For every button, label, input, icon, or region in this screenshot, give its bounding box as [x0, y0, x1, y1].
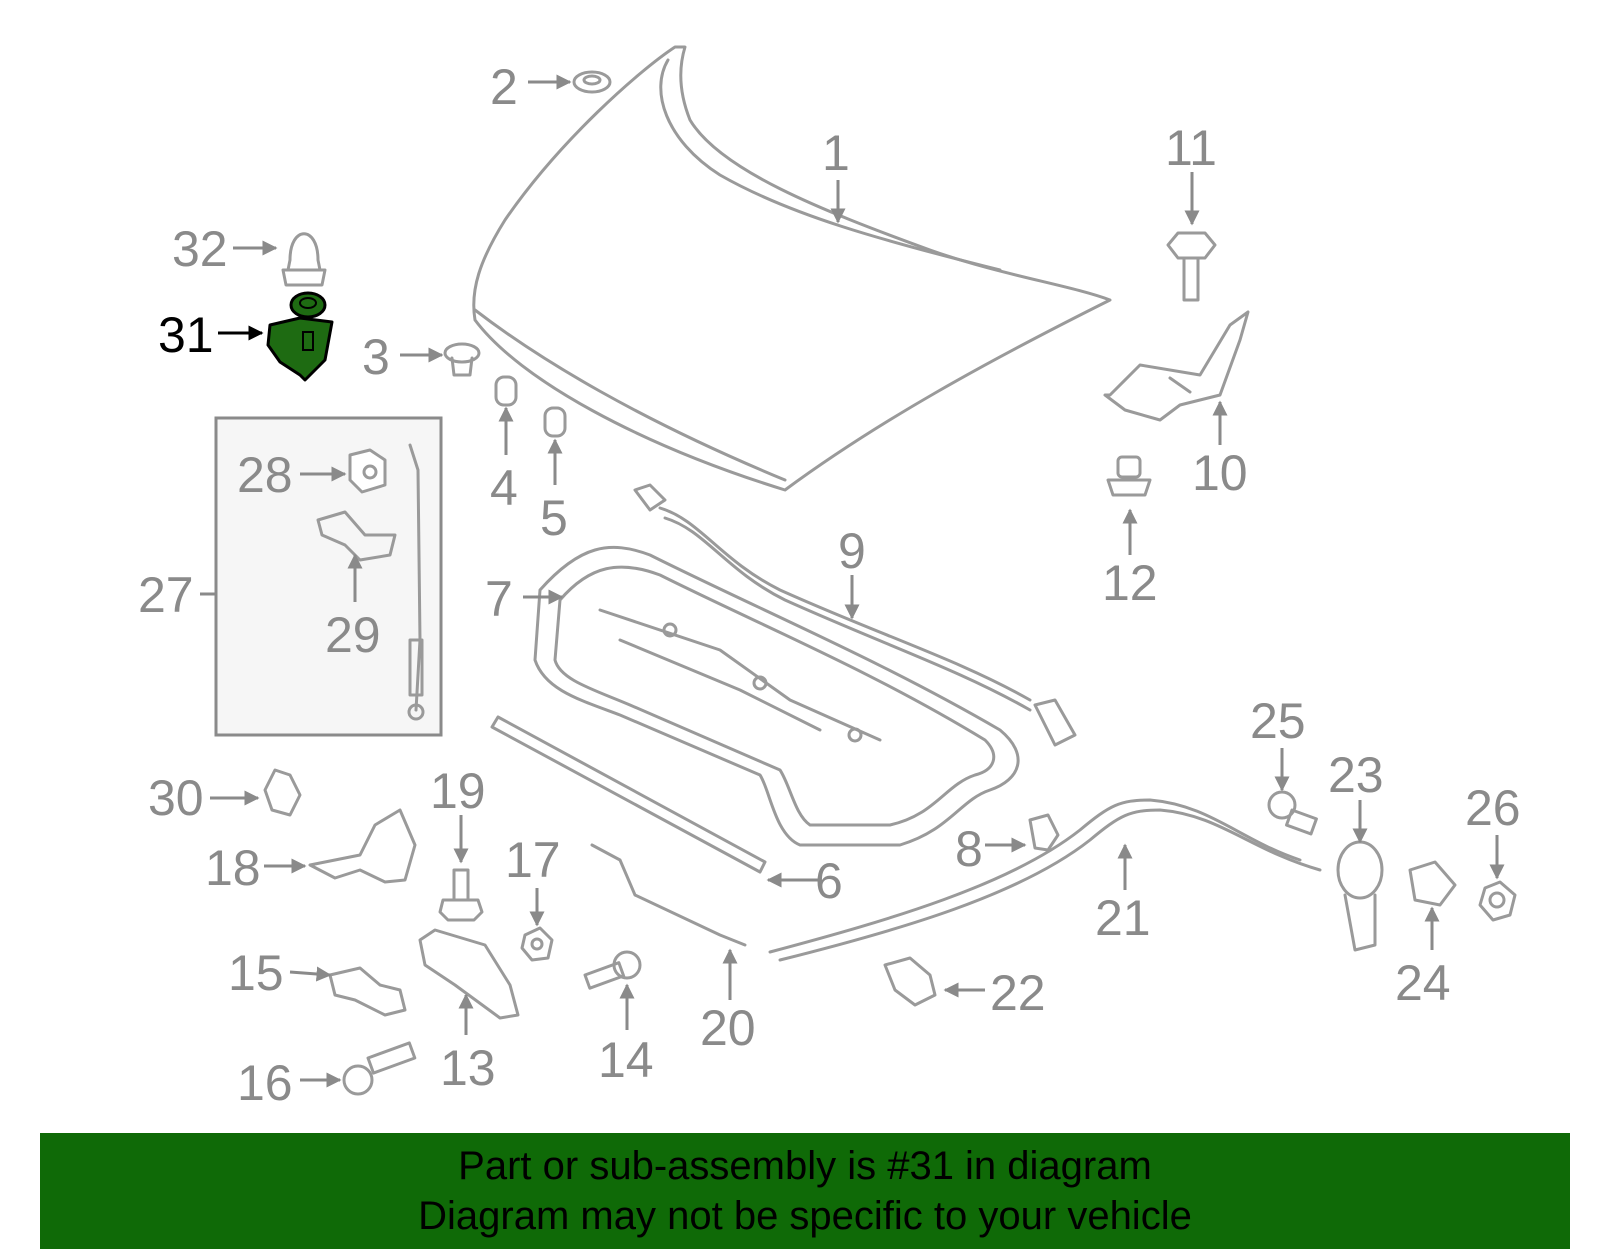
release-cable[interactable]	[768, 798, 1322, 962]
banner-line-2: Diagram may not be specific to your vehi…	[418, 1194, 1192, 1238]
banner-line-1: Part or sub-assembly is #31 in diagram	[458, 1144, 1152, 1188]
cover-part-13[interactable]	[418, 928, 520, 1020]
callout-16[interactable]: 16	[237, 1055, 293, 1111]
seal-strip[interactable]	[490, 715, 767, 874]
bolt-part-16[interactable]	[342, 1041, 417, 1096]
callout-15[interactable]: 15	[228, 945, 284, 1001]
highlighted-part-31[interactable]	[266, 291, 334, 382]
callout-5[interactable]: 5	[540, 490, 568, 546]
callout-28[interactable]: 28	[237, 447, 293, 503]
grommet-part-28[interactable]	[348, 448, 387, 494]
release-handle[interactable]	[1336, 840, 1384, 952]
callout-13[interactable]: 13	[440, 1040, 496, 1096]
callout-labels: 2 1 3 4 5 6 7 8 9 10 11 12 13 14 15 16 1…	[138, 59, 1521, 1111]
bezel-part-24[interactable]	[1408, 860, 1457, 907]
callout-2[interactable]: 2	[490, 59, 518, 115]
bracket-part-15[interactable]	[328, 966, 407, 1017]
callout-3[interactable]: 3	[362, 329, 390, 385]
bracket-part-18[interactable]	[308, 808, 417, 884]
release-rod[interactable]	[590, 843, 747, 947]
callout-25[interactable]: 25	[1250, 693, 1306, 749]
callout-4[interactable]: 4	[490, 460, 518, 516]
screw-part-25[interactable]	[1267, 790, 1318, 836]
hood-panel[interactable]	[472, 45, 1112, 492]
callout-8[interactable]: 8	[955, 821, 983, 877]
callout-24[interactable]: 24	[1395, 955, 1451, 1011]
callout-11[interactable]: 11	[1165, 120, 1217, 176]
callout-12[interactable]: 12	[1102, 555, 1158, 611]
support-rod-kit[interactable]	[214, 416, 443, 737]
callout-32[interactable]: 32	[172, 221, 228, 277]
bracket-part-29[interactable]	[316, 510, 397, 562]
bumper-part-32[interactable]	[281, 232, 327, 287]
bumper-part-4[interactable]	[494, 375, 518, 407]
callout-31[interactable]: 31	[158, 307, 214, 363]
callout-6[interactable]: 6	[815, 853, 843, 909]
callout-9[interactable]: 9	[838, 523, 866, 579]
bumper-part-5[interactable]	[543, 406, 567, 438]
grommet-part-2[interactable]	[572, 70, 612, 94]
callout-7[interactable]: 7	[485, 571, 513, 627]
stud-part-12[interactable]	[1106, 455, 1152, 497]
nut-part-17[interactable]	[520, 926, 554, 962]
callout-27[interactable]: 27	[138, 567, 194, 623]
callout-29[interactable]: 29	[325, 607, 381, 663]
leader-lines	[200, 74, 1505, 1088]
clip-part-8[interactable]	[1028, 813, 1060, 852]
callout-14[interactable]: 14	[598, 1032, 654, 1088]
callout-1[interactable]: 1	[822, 125, 850, 181]
callout-18[interactable]: 18	[205, 840, 261, 896]
callout-21[interactable]: 21	[1095, 890, 1151, 946]
hinge[interactable]	[1103, 310, 1250, 422]
clip-part-30[interactable]	[263, 768, 302, 817]
info-banner: Part or sub-assembly is #31 in diagram D…	[40, 1133, 1570, 1249]
weatherstrip[interactable]	[633, 483, 1077, 747]
nut-part-26[interactable]	[1478, 880, 1517, 922]
hood-insulator[interactable]	[533, 545, 1020, 847]
callout-23[interactable]: 23	[1328, 747, 1384, 803]
callout-26[interactable]: 26	[1465, 780, 1521, 836]
callout-20[interactable]: 20	[700, 1000, 756, 1056]
callout-17[interactable]: 17	[505, 832, 561, 888]
bolt-part-14[interactable]	[583, 950, 642, 990]
bolt-part-11[interactable]	[1166, 231, 1217, 302]
bolt-part-19[interactable]	[438, 868, 484, 922]
callout-22[interactable]: 22	[990, 965, 1046, 1021]
callout-10[interactable]: 10	[1192, 445, 1248, 501]
clip-part-3[interactable]	[443, 342, 481, 377]
callout-19[interactable]: 19	[430, 763, 486, 819]
callout-30[interactable]: 30	[148, 770, 204, 826]
latch-part-22[interactable]	[883, 956, 937, 1007]
